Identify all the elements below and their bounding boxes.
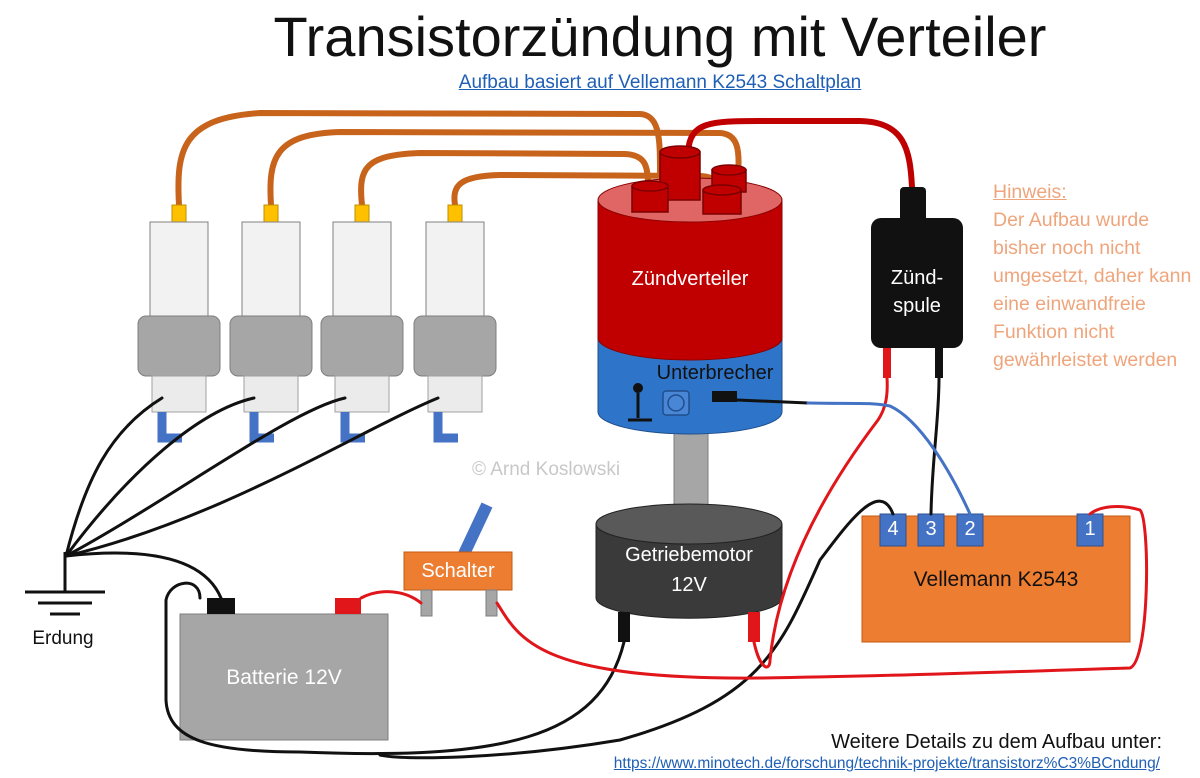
terminal-2: 2 [964, 518, 976, 540]
ground-label: Erdung [32, 628, 94, 649]
ignition-wire-2 [267, 128, 742, 208]
note: Hinweis: Der Aufbau wurde bisher noch ni… [993, 178, 1198, 374]
positive-wires [359, 376, 1149, 680]
battery-label: Batterie 12V [226, 666, 342, 689]
gear-motor [595, 503, 783, 642]
terminal-1: 1 [1084, 518, 1096, 540]
coil-label-line2: spule [893, 295, 941, 317]
spark-plug-4 [413, 204, 497, 443]
ignition-wire-1 [175, 109, 663, 208]
motor-label: Getriebemotor 12V [596, 540, 782, 600]
note-heading: Hinweis: [993, 181, 1067, 203]
ground-symbol [25, 552, 105, 616]
distributor-label: Zündverteiler [631, 268, 749, 290]
details-text: Weitere Details zu dem Aufbau unter: [831, 731, 1162, 753]
switch [403, 502, 513, 617]
ignition-wire-3 [358, 149, 651, 208]
spark-plug-1 [137, 204, 221, 443]
subtitle-link[interactable]: Aufbau basiert auf Vellemann K2543 Schal… [458, 72, 862, 93]
spark-plugs [137, 204, 497, 443]
ht-wire [685, 118, 915, 190]
ignition-coil [871, 187, 963, 378]
motor-label-line1: Getriebemotor [625, 544, 753, 566]
spark-plug-3 [320, 204, 404, 443]
module-label: Vellemann K2543 [913, 568, 1079, 591]
terminal-3: 3 [925, 518, 937, 540]
coil-label: Zünd- spule [871, 264, 963, 320]
switch-label: Schalter [421, 560, 495, 582]
page-title: Transistorzündung mit Verteiler [273, 5, 1047, 68]
motor-label-line2: 12V [671, 574, 707, 596]
signal-wire [806, 401, 972, 516]
breaker-label: Unterbrecher [656, 362, 774, 384]
distributor [597, 145, 809, 525]
coil-label-line1: Zünd- [890, 267, 944, 289]
note-text: Der Aufbau wurde bisher noch nicht umges… [993, 209, 1192, 371]
spark-plug-2 [229, 204, 313, 443]
module [861, 513, 1131, 643]
details-link[interactable]: https://www.minotech.de/forschung/techni… [613, 755, 1160, 772]
copyright: © Arnd Koslowski [472, 459, 621, 480]
terminal-4: 4 [887, 518, 899, 540]
battery [179, 598, 389, 741]
ground-wires [64, 376, 941, 760]
